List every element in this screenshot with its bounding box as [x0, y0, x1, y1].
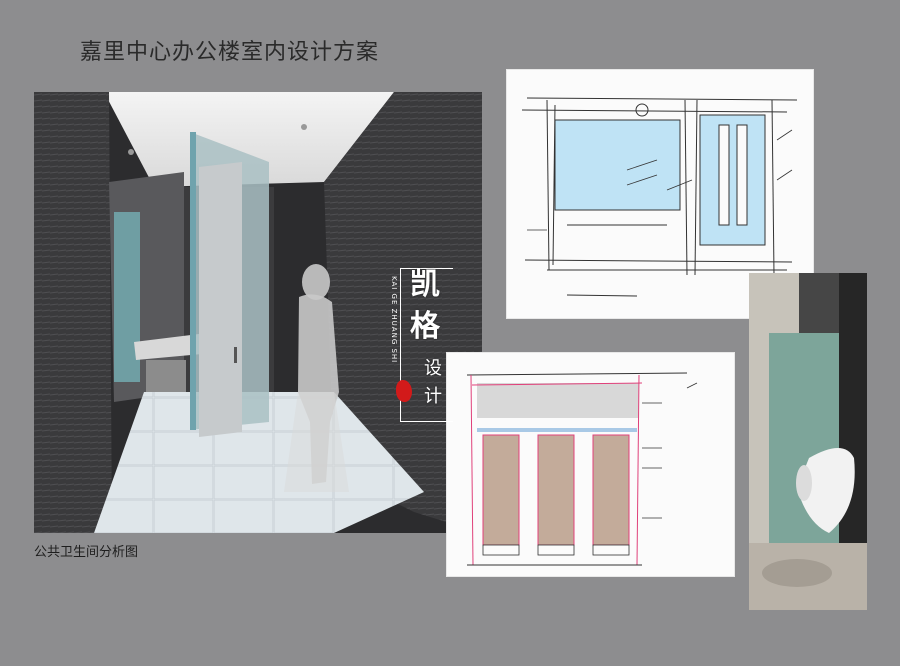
stall-plan-sketch [447, 353, 734, 576]
render-caption: 公共卫生间分析图 [34, 545, 139, 560]
render-drawing [34, 92, 482, 533]
restroom-render-image [34, 92, 482, 533]
urinal-photo [749, 273, 867, 610]
logo-char-ji: 计 [424, 386, 442, 407]
urinal-photo-drawing [749, 273, 867, 610]
logo-char-kai: 凯 [410, 267, 440, 302]
kaige-logo-watermark: KAI GE ZHUANG SHI 凯 格 设 计 [390, 262, 453, 422]
logo-frame [400, 268, 453, 422]
logo-char-she: 设 [424, 358, 442, 379]
red-seal-stamp [396, 380, 412, 402]
logo-vertical-text: KAI GE ZHUANG SHI [390, 276, 398, 364]
logo-char-ge: 格 [410, 309, 440, 344]
page-title: 嘉里中心办公楼室内设计方案 [80, 40, 380, 65]
stall-plan-drawing [466, 372, 698, 566]
elevation-sketch-drawing [521, 97, 798, 297]
